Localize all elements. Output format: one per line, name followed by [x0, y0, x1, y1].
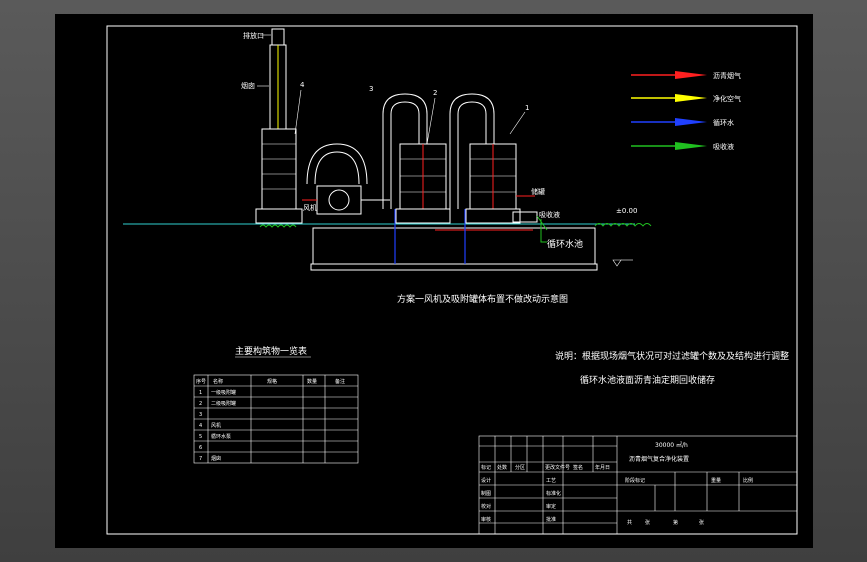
tb-left-1: 制图 [481, 490, 491, 497]
duct-loop-middle [382, 93, 428, 209]
tb-header-0: 标记 [481, 464, 491, 471]
label-fan: 风机 [303, 203, 317, 212]
tb-stage-1: 重量 [711, 477, 721, 484]
chimney-cap [271, 28, 285, 46]
label-exhaust: 排放口 [243, 31, 264, 40]
mt-r1-c1: 二级吸附罐 [211, 400, 236, 407]
tb-left-0: 设计 [481, 477, 491, 484]
tb-mid-3: 批准 [546, 516, 556, 523]
tb-mid-0: 工艺 [546, 478, 556, 484]
tb-sheet-0: 共 [627, 519, 632, 526]
mt-r4-c1: 循环水泵 [211, 433, 231, 440]
tb-project-line2: 沥青烟气复合净化装置 [629, 455, 689, 463]
duct-loop-left-inner [314, 151, 360, 185]
label-elevation: ±0.00 [616, 207, 637, 215]
tb-header-4: 签名 [573, 464, 583, 471]
note-line-2: 循环水池液面沥青油定期回收储存 [580, 374, 715, 386]
tb-project-line1: 30000 ㎡/h [655, 441, 688, 449]
tb-sheet-3: 张 [699, 519, 704, 526]
grass-right [594, 223, 652, 227]
tb-sheet-2: 第 [673, 519, 678, 526]
mt-r0-c0: 1 [199, 390, 202, 396]
tb-header-2: 分区 [515, 464, 525, 471]
duct-loop-right [449, 93, 495, 209]
tb-mid-2: 审定 [546, 503, 556, 510]
title-block: 30000 ㎡/h 沥青烟气复合净化装置 标记 处数 分区 更改文件号 签名 年… [478, 435, 798, 535]
duct-loop-right-inner [457, 101, 487, 209]
mt-r4-c0: 5 [199, 434, 202, 440]
drawing-sheet: 排放口 烟囱 4 3 2 1 风机 储罐 吸收液 循环水池 ±0.00 [55, 14, 813, 548]
label-n4: 4 [300, 81, 305, 89]
fan-impeller [328, 189, 350, 211]
mt-header-3: 数量 [307, 378, 317, 385]
mt-r2-c0: 3 [199, 412, 202, 418]
materials-table: 序号 名称 规格 数量 备注 1 一级吸附罐 2 二级吸附罐 3 4 风机 5 … [193, 374, 359, 464]
label-n1: 1 [525, 104, 529, 112]
label-stack: 烟囱 [241, 81, 255, 90]
mt-r3-c0: 4 [199, 423, 202, 429]
grass-left [259, 224, 297, 228]
tb-mid-1: 标准化 [546, 490, 561, 497]
mt-header-2: 规格 [267, 378, 277, 385]
label-absorbent: 吸收液 [539, 210, 560, 219]
inner-border [106, 25, 798, 535]
tower-3-base [465, 208, 521, 224]
mt-header-4: 备注 [335, 378, 345, 385]
pool-base [310, 263, 598, 271]
legend-label-2: 循环水 [713, 118, 734, 127]
tower-1 [261, 128, 297, 210]
drawing-canvas: 排放口 烟囱 4 3 2 1 风机 储罐 吸收液 循环水池 ±0.00 [106, 25, 798, 535]
legend-label-1: 净化空气 [713, 94, 741, 103]
tb-left-3: 审核 [481, 516, 491, 523]
legend-label-3: 吸收液 [713, 142, 734, 151]
duct-loop-middle-inner [390, 101, 420, 209]
mt-r6-c0: 7 [199, 456, 202, 462]
note-line-1: 说明：根据现场烟气状况可对过滤罐个数及及结构进行调整 [555, 350, 789, 362]
mt-r6-c1: 烟囱 [211, 455, 221, 462]
materials-table-title: 主要构筑物一览表 [235, 345, 307, 357]
label-pool: 循环水池 [547, 238, 583, 250]
label-tank: 储罐 [531, 187, 545, 196]
mt-header-0: 序号 [196, 378, 206, 385]
mt-r0-c1: 一级吸附罐 [211, 389, 236, 396]
duct-loop-left [306, 143, 368, 185]
tb-stage-2: 比例 [743, 477, 753, 484]
level-marker [612, 259, 622, 267]
label-n2: 2 [433, 89, 437, 97]
pump [512, 211, 538, 223]
tower-2-base [395, 208, 451, 224]
tb-header-5: 年月日 [595, 464, 610, 471]
legend: 沥青烟气 净化空气 循环水 吸收液 [631, 71, 741, 151]
mt-r5-c0: 6 [199, 445, 202, 451]
label-n3: 3 [369, 85, 373, 93]
mt-r3-c1: 风机 [211, 422, 221, 429]
tb-header-3: 更改文件号 [545, 464, 570, 471]
tb-sheet-1: 张 [645, 519, 650, 526]
tower-1-base [255, 208, 303, 224]
mt-r1-c0: 2 [199, 401, 202, 407]
mt-header-1: 名称 [213, 378, 223, 385]
tb-header-1: 处数 [497, 464, 507, 471]
tb-stage-0: 阶段标记 [625, 477, 645, 484]
tb-left-2: 校对 [481, 503, 491, 510]
diagram-caption: 方案一风机及吸附罐体布置不做改动示意图 [397, 293, 568, 305]
legend-label-0: 沥青烟气 [713, 71, 741, 80]
